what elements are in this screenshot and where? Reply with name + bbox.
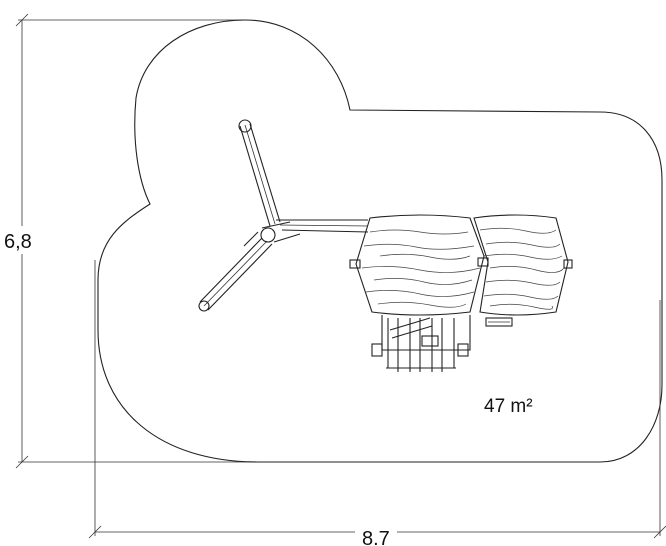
safety-zone-outline	[97, 19, 663, 463]
climbing-arm-lower	[198, 231, 273, 312]
width-label-bg	[355, 522, 397, 546]
deck-understructure	[371, 315, 513, 372]
width-label: 8.7	[362, 528, 390, 546]
connector-hub	[260, 221, 301, 243]
width-dimension: 8.7	[88, 260, 666, 546]
depth-tick-top	[15, 13, 29, 27]
play-equipment	[198, 119, 573, 372]
depth-label-bg	[2, 226, 40, 254]
depth-label: 6,8	[4, 231, 32, 253]
depth-dimension: 6,8	[2, 13, 260, 469]
width-tick-left	[88, 525, 102, 539]
depth-tick-bottom	[15, 455, 29, 469]
climbing-arm-upper	[238, 119, 281, 227]
roof-panel-left	[349, 214, 489, 316]
width-tick-right	[653, 525, 666, 539]
connecting-beam	[276, 219, 369, 233]
roof-panel-right	[473, 214, 573, 316]
safety-area-label: 47 m²	[484, 396, 533, 417]
